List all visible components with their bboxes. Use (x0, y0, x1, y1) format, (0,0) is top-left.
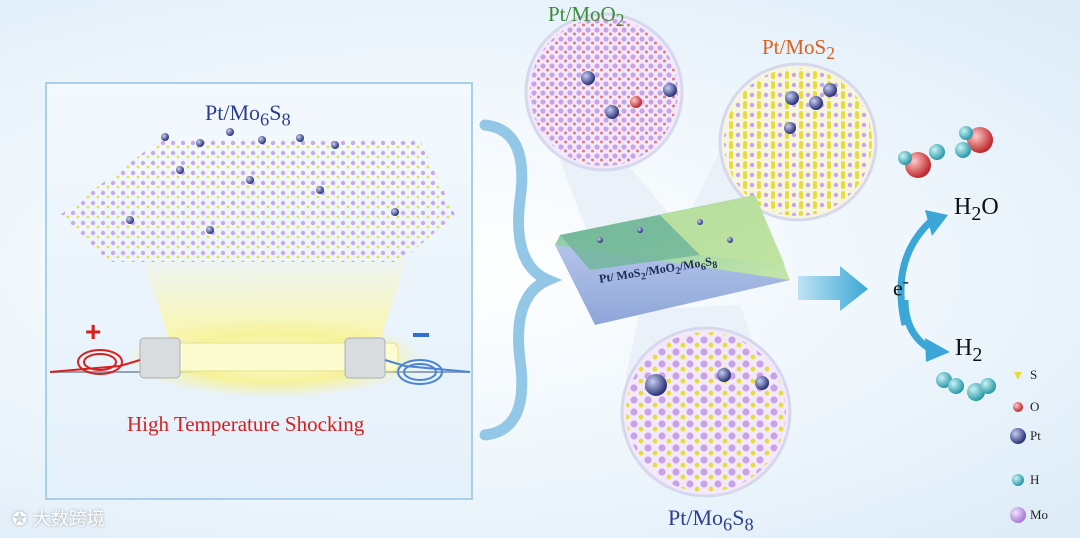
legend-pt: Pt (1030, 428, 1041, 444)
hydrogen-molecules (936, 372, 996, 401)
watermark-logo-icon: ✪ (12, 509, 33, 530)
legend-h: H (1030, 472, 1039, 488)
inset-moo2 (526, 14, 682, 240)
water-label: H2O (954, 194, 999, 226)
inset-mos2-label: Pt/MoS2 (762, 35, 835, 64)
legend-s: S (1030, 367, 1037, 383)
hydrogen-label: H2 (955, 335, 982, 367)
legend-mo: Mo (1030, 507, 1048, 523)
legend-o: O (1030, 399, 1039, 415)
left-panel-title: Pt/Mo6S8 (205, 100, 291, 130)
synthesis-panel (45, 82, 473, 500)
inset-mo6s8-label: Pt/Mo6S8 (668, 505, 754, 535)
shocking-caption: High Temperature Shocking (127, 412, 364, 437)
inset-moo2-label: Pt/MoO2 (548, 2, 624, 31)
watermark: ✪ 大数跨境 (12, 505, 105, 531)
curly-brace (485, 125, 548, 435)
legend-markers (1010, 372, 1026, 523)
electron-label: e- (893, 271, 909, 301)
inset-mo6s8 (622, 305, 790, 496)
reaction-arrow (798, 266, 868, 311)
negative-terminal (413, 333, 429, 337)
positive-terminal: + (85, 316, 101, 348)
water-molecules (898, 126, 993, 178)
